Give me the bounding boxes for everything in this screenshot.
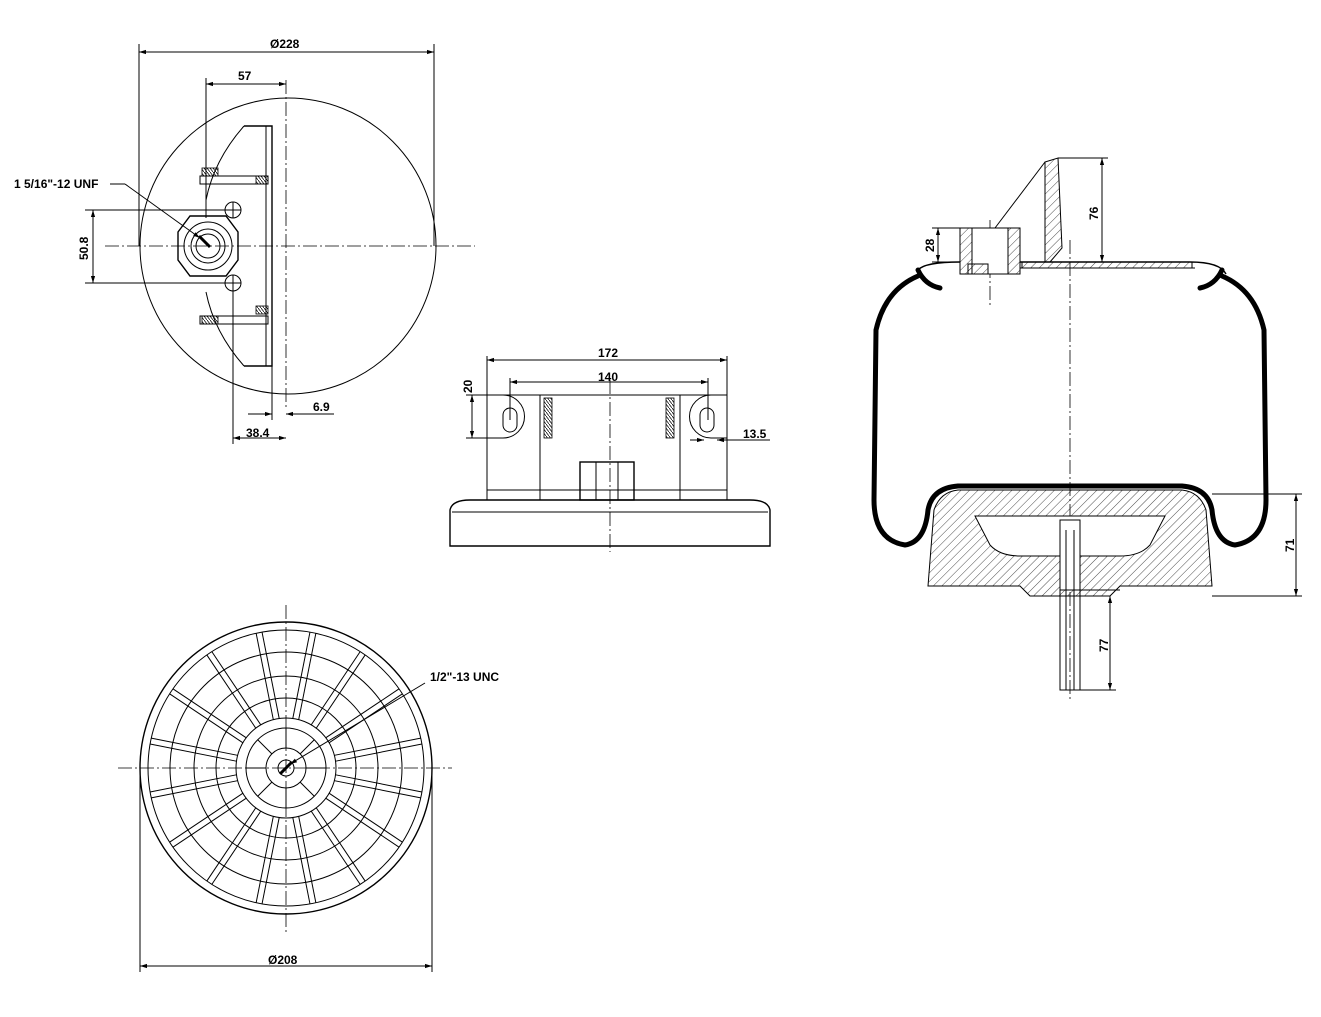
side-base (449, 499, 771, 547)
side-bracket (486, 394, 728, 501)
section-dim-stud: 77 (1097, 638, 1111, 652)
bottom-rib (151, 737, 238, 756)
bottom-rib (255, 816, 274, 903)
hub-spoke (299, 781, 315, 797)
hub-spoke (257, 781, 273, 797)
bottom-rib (315, 654, 366, 729)
bottom-rib (169, 693, 244, 744)
lower-stud (199, 315, 269, 325)
top-dim-bottom: 38.4 (246, 426, 270, 440)
air-bellows (871, 273, 1269, 548)
top-dim-holes: 50.8 (77, 236, 91, 260)
top-view: 1 5/16"-12 UNF Ø228 57 50.8 6.9 38.4 (14, 37, 475, 444)
bottom-rib (172, 688, 247, 739)
bottom-rib (335, 774, 423, 793)
top-dim-plate: 6.9 (313, 400, 330, 414)
bottom-dim-diameter: Ø208 (268, 953, 298, 967)
side-fitting (579, 461, 635, 501)
bottom-rib (315, 807, 366, 882)
bottom-rib (298, 633, 317, 720)
section-dim-piston: 71 (1283, 538, 1297, 552)
bottom-rib (292, 817, 311, 905)
bottom-rib (310, 651, 361, 726)
bottom-rib (255, 633, 274, 720)
bottom-rib (292, 631, 311, 719)
bottom-rib (328, 792, 403, 843)
bottom-thread-label: 1/2"-13 UNC (430, 670, 499, 684)
bottom-outer-circle (139, 621, 433, 915)
bottom-ribs (149, 631, 423, 905)
bottom-rib (149, 743, 237, 762)
bottom-rib (310, 810, 361, 885)
side-dim-outer: 172 (598, 346, 618, 360)
bottom-rib (211, 651, 262, 726)
bottom-rib (334, 737, 421, 756)
bottom-rib (325, 797, 400, 848)
bottom-rib (261, 631, 280, 719)
bottom-rib (298, 816, 317, 903)
bottom-rib (151, 780, 238, 799)
side-dim-height: 20 (461, 379, 475, 393)
side-dim-inner: 140 (598, 370, 618, 384)
bottom-rib (325, 688, 400, 739)
bottom-rib (169, 792, 244, 843)
hub-spoke (299, 739, 315, 755)
top-thread-label: 1 5/16"-12 UNF (14, 177, 98, 191)
bottom-rib (206, 654, 257, 729)
bottom-rib (261, 817, 280, 905)
top-dim-offset: 57 (238, 69, 252, 83)
bottom-rib (149, 774, 237, 793)
side-dim-hole: 13.5 (743, 427, 767, 441)
mount-plate (244, 125, 273, 367)
bottom-rib (334, 780, 421, 799)
side-view: 172 140 20 13.5 (449, 346, 771, 552)
top-dim-diameter: Ø228 (270, 37, 300, 51)
section-dim-bracket: 76 (1087, 206, 1101, 220)
bottom-rib (206, 807, 257, 882)
hub-spoke (257, 739, 273, 755)
bottom-rib (335, 743, 423, 762)
piston-stud (1059, 519, 1081, 691)
bottom-rib (211, 810, 262, 885)
bottom-view: 1/2"-13 UNC Ø208 (118, 605, 499, 972)
section-bracket (1022, 157, 1063, 263)
section-dim-top: 28 (923, 238, 937, 252)
bottom-rib (172, 797, 247, 848)
section-view: 28 76 71 77 (871, 157, 1302, 700)
air-fitting-nut (177, 215, 239, 277)
